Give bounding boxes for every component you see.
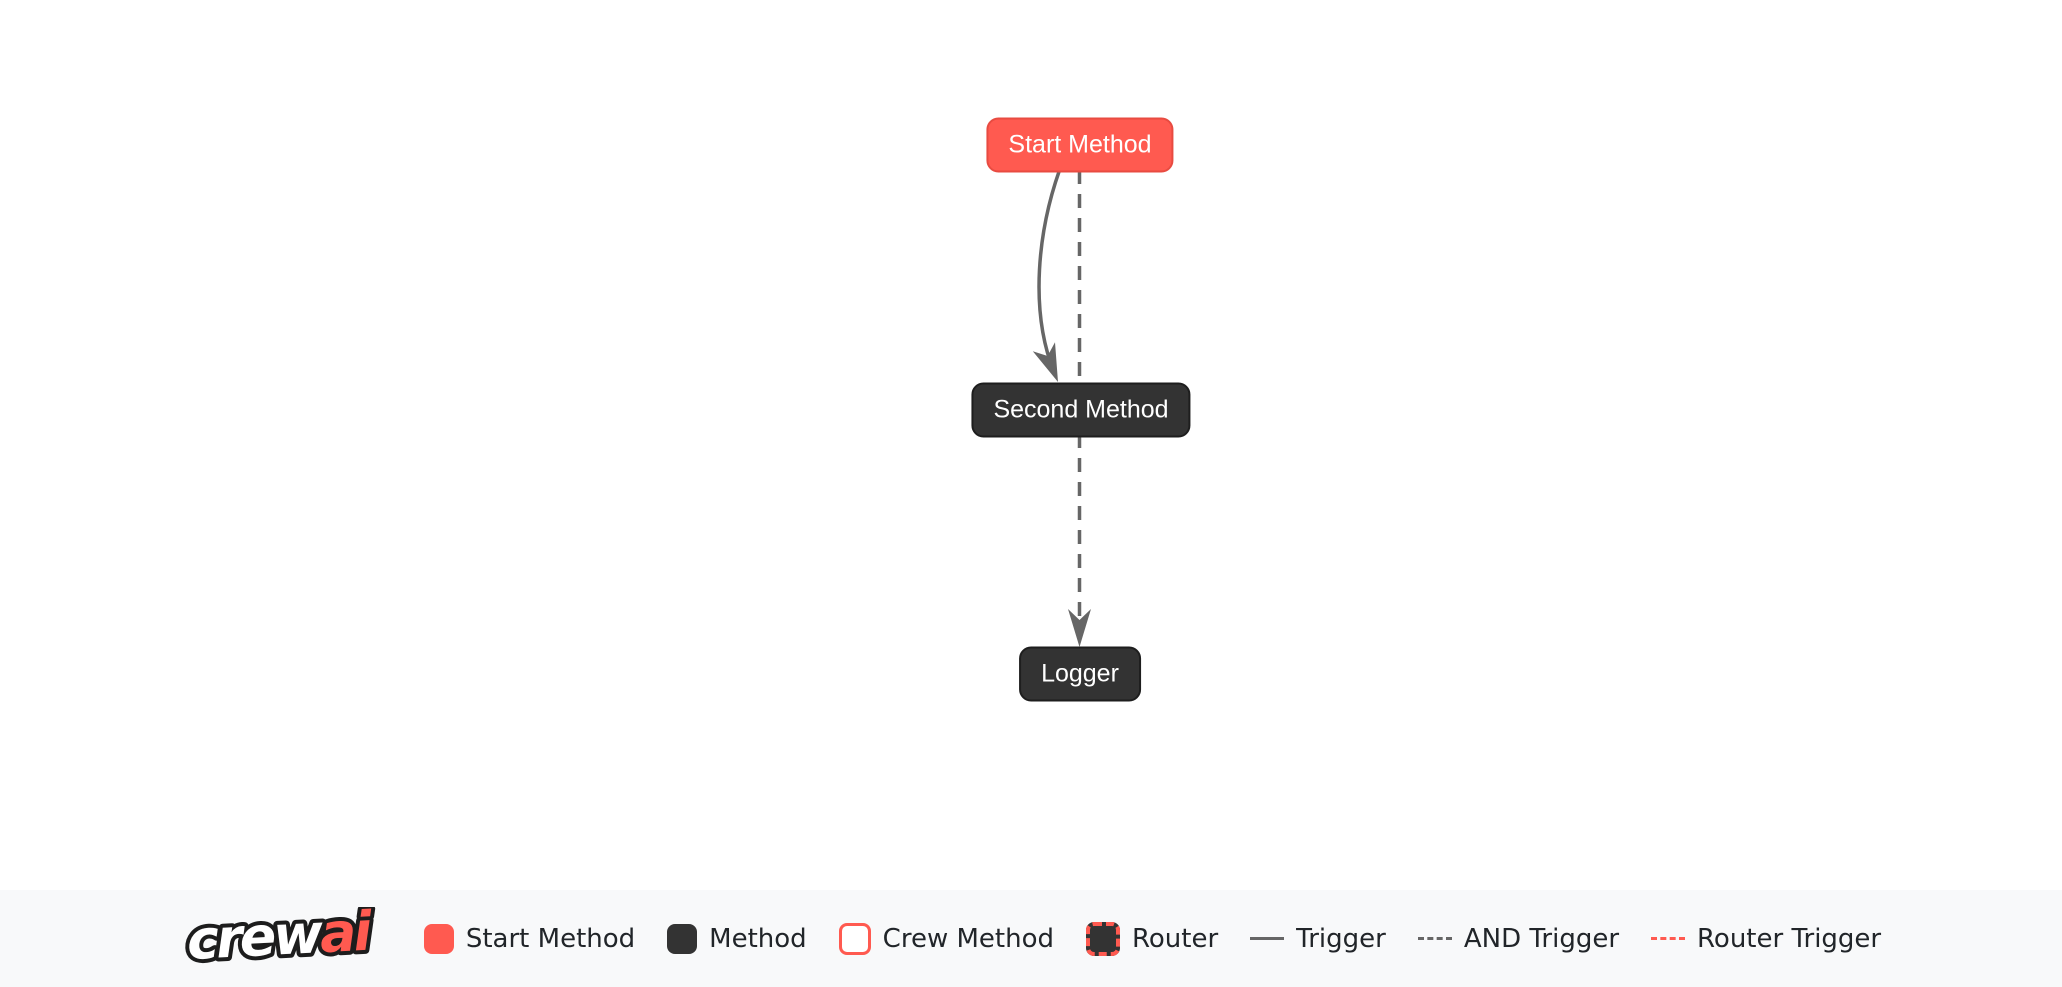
and-trigger-line-swatch-icon: [1417, 937, 1452, 940]
legend-bar: crewai Start Method Method Crew Method R…: [0, 890, 2062, 987]
router-swatch-dashed-border: [1085, 921, 1120, 956]
start-method-swatch-icon: [423, 923, 454, 954]
legend-label: Method: [709, 923, 807, 954]
legend-label: Start Method: [465, 923, 636, 954]
crewai-logo-crew-text: crew: [185, 907, 325, 971]
legend-item-method: Method: [667, 923, 807, 954]
edge-and-trigger-arrowhead-icon: [1068, 609, 1091, 647]
router-trigger-line-swatch-icon: [1651, 937, 1686, 940]
legend-item-start-method: Start Method: [423, 923, 636, 954]
trigger-line-swatch-icon: [1250, 937, 1285, 940]
legend-label: Router Trigger: [1697, 923, 1882, 954]
legend-item-crew-method: Crew Method: [838, 922, 1054, 955]
legend-label: Router: [1131, 923, 1219, 954]
node-logger[interactable]: Logger: [1019, 646, 1141, 702]
crewai-logo: crewai: [181, 907, 379, 971]
node-second-method[interactable]: Second Method: [971, 382, 1191, 438]
crew-method-swatch-icon: [838, 922, 871, 955]
legend-label: Trigger: [1296, 923, 1386, 954]
legend-label: AND Trigger: [1463, 923, 1620, 954]
router-swatch-icon: [1085, 921, 1120, 956]
node-start-method[interactable]: Start Method: [986, 117, 1174, 173]
legend-item-router: Router: [1085, 921, 1219, 956]
legend-item-router-trigger: Router Trigger: [1651, 924, 1881, 954]
edge-trigger-arrowhead-icon: [1032, 342, 1058, 382]
legend-label: Crew Method: [882, 923, 1054, 954]
legend-item-and-trigger: AND Trigger: [1417, 923, 1620, 954]
legend-item-trigger: Trigger: [1250, 924, 1386, 954]
crewai-logo-ai-text: ai: [318, 907, 375, 965]
edge-trigger-line: [1037, 157, 1066, 373]
method-swatch-icon: [667, 923, 698, 954]
svg-text:crewai: crewai: [185, 907, 375, 971]
